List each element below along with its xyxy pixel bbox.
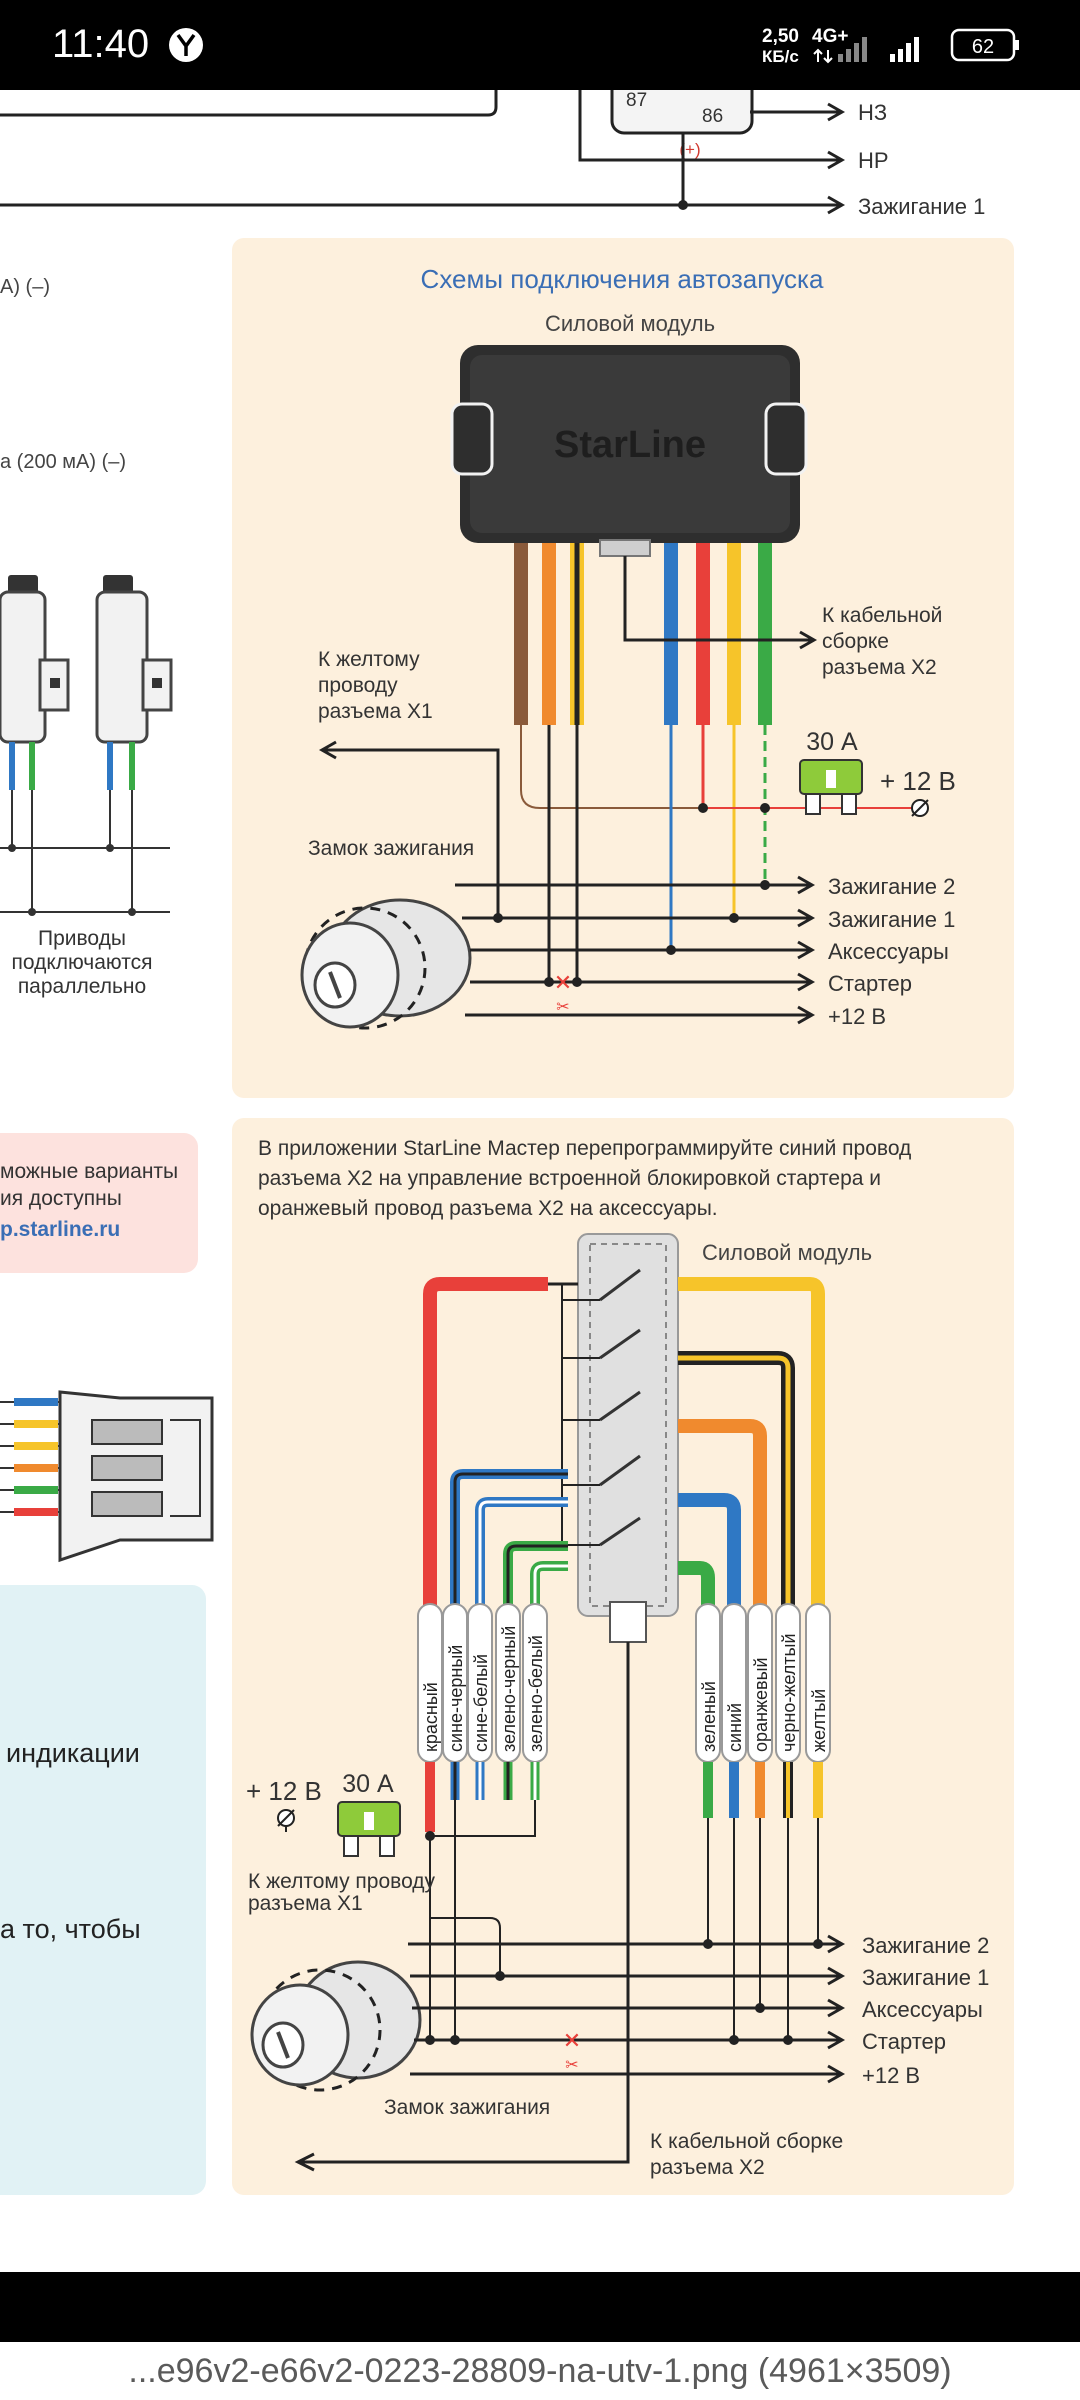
pink-box-line1: можные варианты: [0, 1160, 178, 1183]
scheme1-ignition-lock-label: Замок зажигания: [308, 837, 474, 860]
battery-level: 62: [972, 36, 994, 58]
blue-info-box: [0, 1585, 206, 2195]
signal-icon-2: [890, 37, 919, 62]
scheme1-to-yellow-line1: К желтому: [318, 648, 420, 671]
scheme1-terminal-icon: [911, 799, 929, 817]
scheme2-out-acc: Аксессуары: [862, 1997, 983, 2022]
bottom-toolbar: [0, 2272, 1080, 2342]
out-nz-label: НЗ: [858, 100, 887, 125]
status-time: 11:40: [52, 22, 149, 66]
top-fragment: 87 86 НЗ НР (+) Зажигание 1: [0, 76, 985, 219]
scheme2-plus12-label: + 12 В: [246, 1776, 322, 1806]
scheme2-to-yellow-line2: разъема X1: [248, 1892, 363, 1915]
wire-label-blue-white: сине-белый: [471, 1654, 491, 1752]
scheme1-to-cable-line1: К кабельной: [822, 604, 942, 627]
scheme2-ignition-lock-label: Замок зажигания: [384, 2096, 550, 2119]
scheme2-to-cable-line2: разъема X2: [650, 2156, 765, 2179]
left-fragment-2: а (200 мА) (–): [0, 451, 126, 473]
wire-label-black-yellow: черно-желтый: [779, 1633, 799, 1752]
diagram-svg: 87 86 НЗ НР (+) Зажигание 1 А) (–) а (20…: [0, 76, 1014, 2195]
wire-label-red: красный: [421, 1682, 441, 1752]
scissors-icon-2: ✂: [565, 2057, 578, 2074]
network-unit: КБ/с: [762, 47, 799, 66]
file-caption: ...e96v2-e66v2-0223-28809-na-utv-1.png (…: [128, 2352, 952, 2390]
scheme2-ignition-lock-icon: [250, 1960, 422, 2092]
blue-box-line1: индикации: [6, 1738, 140, 1768]
status-bar: 11:40 2,50 КБ/с 4G+ 62: [0, 0, 1080, 90]
data-arrows-icon: [813, 48, 833, 64]
plus-mark: (+): [679, 140, 700, 159]
pink-info-box: [0, 1133, 198, 1273]
drives-note-line2: подключаются: [12, 951, 153, 974]
status-bar-svg: 11:40 2,50 КБ/с 4G+ 62: [52, 22, 1019, 66]
signal-icon-1: [838, 37, 867, 62]
scheme2-panel: В приложении StarLine Мастер перепрограм…: [232, 1118, 1014, 2195]
scissors-icon: ✂: [556, 999, 569, 1016]
scheme2-out-ign1: Зажигание 1: [862, 1965, 989, 1990]
wire-label-orange: оранжевый: [751, 1657, 771, 1752]
scheme1-out-starter: Стартер: [828, 971, 912, 996]
scheme1-title: Схемы подключения автозапуска: [421, 264, 824, 294]
scheme1-out-acc: Аксессуары: [828, 939, 949, 964]
out-ignition1-label: Зажигание 1: [858, 194, 985, 219]
scheme2-left-wire-labels: красный сине-черный сине-белый зелено-че…: [417, 1603, 548, 1763]
left-fragment-1: А) (–): [0, 276, 50, 298]
scheme2-intro-line3: оранжевый провод разъема X2 на аксессуар…: [258, 1197, 718, 1220]
scheme1-out-plus12: +12 В: [828, 1004, 886, 1029]
relay-pin-86: 86: [702, 106, 723, 127]
battery-icon: 62: [950, 28, 1019, 62]
scheme1-plus12-label: + 12 В: [880, 766, 956, 796]
wiring-diagram-image[interactable]: 87 86 НЗ НР (+) Зажигание 1 А) (–) а (20…: [0, 76, 1080, 2270]
connector-x2-icon: [0, 1390, 214, 1563]
scheme2-out-plus12: +12 В: [862, 2063, 920, 2088]
starline-brand: StarLine: [554, 424, 706, 466]
scheme1-to-cable-line3: разъема X2: [822, 656, 937, 679]
wire-label-green: зеленый: [699, 1681, 719, 1752]
wire-label-green-black: зелено-черный: [499, 1626, 519, 1752]
wire-label-yellow: желтый: [809, 1689, 829, 1752]
scheme1-power-module-label: Силовой модуль: [545, 311, 715, 336]
scheme2-terminal-icon: [277, 1809, 295, 1827]
scheme2-cut-mark: ✕: [563, 2028, 581, 2053]
network-type: 4G+: [812, 26, 848, 47]
wire-label-blue: синий: [725, 1703, 745, 1752]
scheme1-ignition-lock-icon: [300, 898, 472, 1030]
drives-note-line1: Приводы: [38, 927, 126, 950]
scheme1-panel: Схемы подключения автозапуска Силовой мо…: [232, 238, 1014, 1098]
scheme1-to-yellow-line3: разъема X1: [318, 700, 433, 723]
out-nr-label: НР: [858, 148, 889, 173]
door-actuator-2: [95, 575, 173, 744]
wire-label-green-white: зелено-белый: [526, 1635, 546, 1752]
wire-label-blue-black: сине-черный: [446, 1645, 466, 1752]
drives-note-line3: параллельно: [18, 975, 146, 998]
scheme1-fuse-icon: [799, 759, 863, 815]
scheme2-power-module: [577, 1233, 679, 1643]
scheme2-fuse-icon: [337, 1801, 401, 1857]
door-actuator-1: [0, 575, 70, 744]
left-column: А) (–) а (200 мА) (–) Приводы подключают…: [0, 276, 214, 2195]
scheme2-fuse-label: 30 А: [342, 1770, 394, 1798]
yandex-icon: [169, 28, 203, 62]
scheme2-power-module-label: Силовой модуль: [702, 1240, 872, 1265]
scheme2-to-yellow-line1: К желтому проводу: [248, 1870, 436, 1893]
bottom-bar: ...e96v2-e66v2-0223-28809-na-utv-1.png (…: [0, 2272, 1080, 2400]
scheme1-to-yellow-line2: проводу: [318, 674, 398, 697]
pink-box-line2: ия доступны: [0, 1187, 122, 1210]
scheme1-fuse-label: 30 А: [806, 728, 858, 756]
scheme1-cut-mark: ✕: [554, 970, 572, 995]
scheme2-to-cable-line1: К кабельной сборке: [650, 2130, 843, 2153]
pink-box-link[interactable]: p.starline.ru: [0, 1218, 120, 1241]
scheme1-power-module: StarLine: [450, 345, 808, 557]
scheme1-out-ign2: Зажигание 2: [828, 874, 955, 899]
scheme2-intro-line1: В приложении StarLine Мастер перепрограм…: [258, 1137, 911, 1160]
scheme2-intro-line2: разъема X2 на управление встроенной блок…: [258, 1167, 881, 1190]
scheme2-out-ign2: Зажигание 2: [862, 1933, 989, 1958]
scheme1-out-ign1: Зажигание 1: [828, 907, 955, 932]
blue-box-line2: а то, чтобы: [0, 1914, 141, 1944]
network-speed: 2,50: [762, 26, 799, 47]
scheme2-right-wire-labels: зеленый синий оранжевый черно-желтый жел…: [695, 1603, 831, 1763]
scheme2-out-starter: Стартер: [862, 2029, 946, 2054]
relay-pin-87: 87: [626, 90, 647, 111]
scheme1-to-cable-line2: сборке: [822, 630, 889, 653]
